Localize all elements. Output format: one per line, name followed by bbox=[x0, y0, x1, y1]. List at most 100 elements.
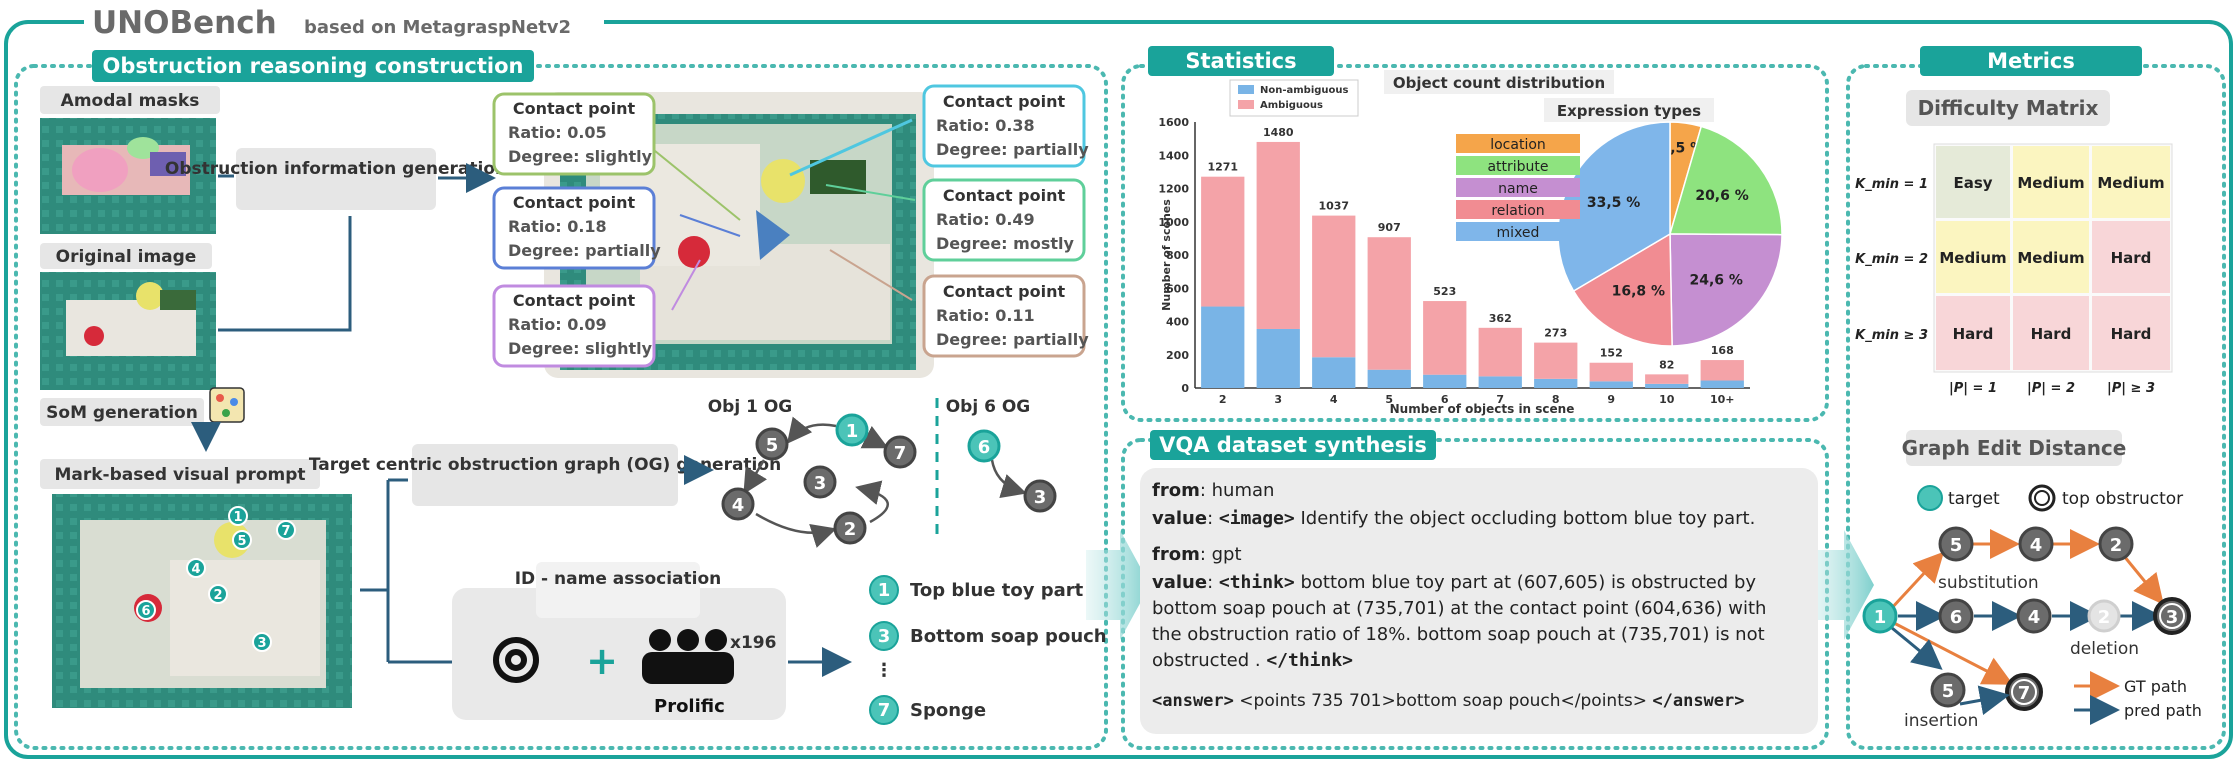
original-label: Original image bbox=[56, 247, 197, 267]
svg-text:Degree: slightly: Degree: slightly bbox=[508, 339, 653, 358]
svg-text:2: 2 bbox=[844, 519, 857, 540]
bar-ambiguous bbox=[1367, 237, 1411, 370]
svg-text:4: 4 bbox=[2028, 607, 2041, 628]
svg-text:Medium: Medium bbox=[2017, 174, 2084, 192]
y-tick-label: 400 bbox=[1166, 316, 1189, 329]
svg-text:Sponge: Sponge bbox=[910, 700, 986, 721]
svg-text:pred path: pred path bbox=[2124, 701, 2202, 720]
svg-text:2: 2 bbox=[2110, 535, 2123, 556]
contact-card-6: Contact point Ratio: 0.11 Degree: partia… bbox=[922, 274, 1089, 358]
chart-xlabel: Number of objects in scene bbox=[1390, 402, 1575, 416]
svg-text:Bottom soap pouch: Bottom soap pouch bbox=[910, 626, 1107, 647]
section-title-obstruction: Obstruction reasoning construction bbox=[103, 54, 524, 78]
bar-ambiguous bbox=[1645, 374, 1689, 384]
svg-text:1: 1 bbox=[846, 421, 859, 442]
svg-text:bottom soap pouch at (735,701): bottom soap pouch at (735,701) at the co… bbox=[1152, 598, 1766, 619]
svg-text:Hard: Hard bbox=[1953, 325, 1994, 343]
amodal-label: Amodal masks bbox=[61, 91, 200, 111]
bar-nonambiguous bbox=[1534, 378, 1578, 388]
bar-ambiguous bbox=[1256, 141, 1300, 329]
pie-legend-swatch bbox=[1456, 156, 1580, 175]
svg-text:Ratio: 0.09: Ratio: 0.09 bbox=[508, 315, 607, 334]
legend-ambiguous: Ambiguous bbox=[1260, 100, 1323, 111]
svg-text:1: 1 bbox=[1874, 607, 1887, 628]
y-tick-label: 1200 bbox=[1158, 183, 1189, 196]
bar-total-label: 273 bbox=[1544, 327, 1567, 340]
svg-text:value: <think> bottom blue toy: value: <think> bottom blue toy part at (… bbox=[1152, 572, 1756, 593]
svg-text:Degree: partially: Degree: partially bbox=[936, 140, 1089, 159]
pie-legend-label: name bbox=[1498, 181, 1538, 197]
y-tick-label: 800 bbox=[1166, 249, 1189, 262]
y-tick-label: 1400 bbox=[1158, 149, 1189, 162]
svg-text:6: 6 bbox=[141, 604, 150, 619]
svg-text:Degree: partially: Degree: partially bbox=[508, 241, 661, 260]
x-tick-label: 10+ bbox=[1710, 393, 1735, 406]
bar-nonambiguous bbox=[1700, 380, 1744, 388]
svg-text:5: 5 bbox=[1950, 535, 1963, 556]
x-tick-label: 10 bbox=[1659, 393, 1675, 406]
svg-text:<answer> <points 735 701>botto: <answer> <points 735 701>bottom soap pou… bbox=[1152, 691, 1745, 711]
svg-text:from: gpt: from: gpt bbox=[1152, 544, 1242, 565]
bar-nonambiguous bbox=[1645, 383, 1689, 388]
bar-nonambiguous bbox=[1367, 369, 1411, 388]
bar-ambiguous bbox=[1312, 215, 1356, 358]
svg-text:4: 4 bbox=[732, 495, 745, 516]
som-label: SoM generation bbox=[46, 403, 198, 423]
svg-text:⋮: ⋮ bbox=[875, 660, 893, 681]
svg-text:4: 4 bbox=[2030, 535, 2043, 556]
svg-text:1: 1 bbox=[878, 580, 891, 601]
id-list: 1 Top blue toy part 3 Bottom soap pouch … bbox=[869, 575, 1107, 725]
bar-total-label: 1271 bbox=[1207, 161, 1238, 174]
pie-slice bbox=[1572, 232, 1673, 347]
original-image bbox=[40, 272, 216, 390]
difficulty-matrix: Easy Medium Medium Medium Medium Hard Ha… bbox=[1855, 143, 2173, 396]
pie-legend-swatch bbox=[1456, 200, 1580, 219]
bar-total-label: 82 bbox=[1659, 358, 1674, 371]
svg-text:Contact point: Contact point bbox=[943, 186, 1066, 205]
bar-total-label: 1037 bbox=[1318, 200, 1349, 213]
pie-legend-label: location bbox=[1490, 137, 1546, 153]
bar-nonambiguous bbox=[1256, 328, 1300, 388]
amodal-image bbox=[40, 118, 216, 234]
bar-nonambiguous bbox=[1201, 306, 1245, 388]
svg-text:2: 2 bbox=[213, 588, 222, 603]
bar-ambiguous bbox=[1201, 176, 1245, 307]
svg-text:Hard: Hard bbox=[2111, 249, 2152, 267]
mark-label: Mark-based visual prompt bbox=[54, 465, 305, 485]
svg-text:GT path: GT path bbox=[2124, 677, 2187, 696]
bar-nonambiguous bbox=[1312, 357, 1356, 388]
vqa-text: from: human value: <image> Identify the … bbox=[1152, 480, 1766, 711]
svg-text:Medium: Medium bbox=[1939, 249, 2006, 267]
x-tick-label: 6 bbox=[1441, 393, 1449, 406]
svg-text:Contact point: Contact point bbox=[513, 99, 636, 118]
y-tick-label: 0 bbox=[1181, 382, 1189, 395]
obj6-og-label: Obj 6 OG bbox=[946, 397, 1031, 417]
section-title-metrics: Metrics bbox=[1987, 49, 2075, 73]
pie-slice bbox=[1669, 125, 1783, 236]
bar-total-label: 1480 bbox=[1263, 126, 1294, 139]
svg-text:Easy: Easy bbox=[1953, 174, 1992, 192]
svg-text:Contact point: Contact point bbox=[513, 193, 636, 212]
svg-text:Hard: Hard bbox=[2031, 325, 2072, 343]
x-tick-label: 2 bbox=[1219, 393, 1227, 406]
svg-text:3: 3 bbox=[2166, 607, 2179, 628]
pie-value-label: 20,6 % bbox=[1695, 188, 1748, 204]
contact-card-1: Contact point Ratio: 0.05 Degree: slight… bbox=[492, 92, 656, 176]
svg-text:Contact point: Contact point bbox=[943, 92, 1066, 111]
svg-text:4: 4 bbox=[191, 562, 200, 577]
obj1-og-label: Obj 1 OG bbox=[708, 397, 793, 417]
mark-image bbox=[52, 494, 352, 708]
outer-frame bbox=[4, 20, 2233, 759]
bar-nonambiguous bbox=[1589, 381, 1633, 388]
pie-legend-label: attribute bbox=[1487, 159, 1548, 175]
svg-text:Ratio: 0.11: Ratio: 0.11 bbox=[936, 306, 1035, 325]
svg-text:7: 7 bbox=[878, 700, 891, 721]
svg-text:Degree: partially: Degree: partially bbox=[936, 330, 1089, 349]
svg-text:6: 6 bbox=[978, 437, 991, 458]
panel-obstruction bbox=[14, 64, 1108, 750]
bar-total-label: 907 bbox=[1378, 221, 1401, 234]
og1-graph: 1 5 7 3 4 2 bbox=[721, 413, 917, 548]
svg-text:|P| = 1: |P| = 1 bbox=[1949, 381, 1997, 396]
openai-icon bbox=[493, 637, 539, 683]
bar-ambiguous bbox=[1423, 301, 1467, 375]
